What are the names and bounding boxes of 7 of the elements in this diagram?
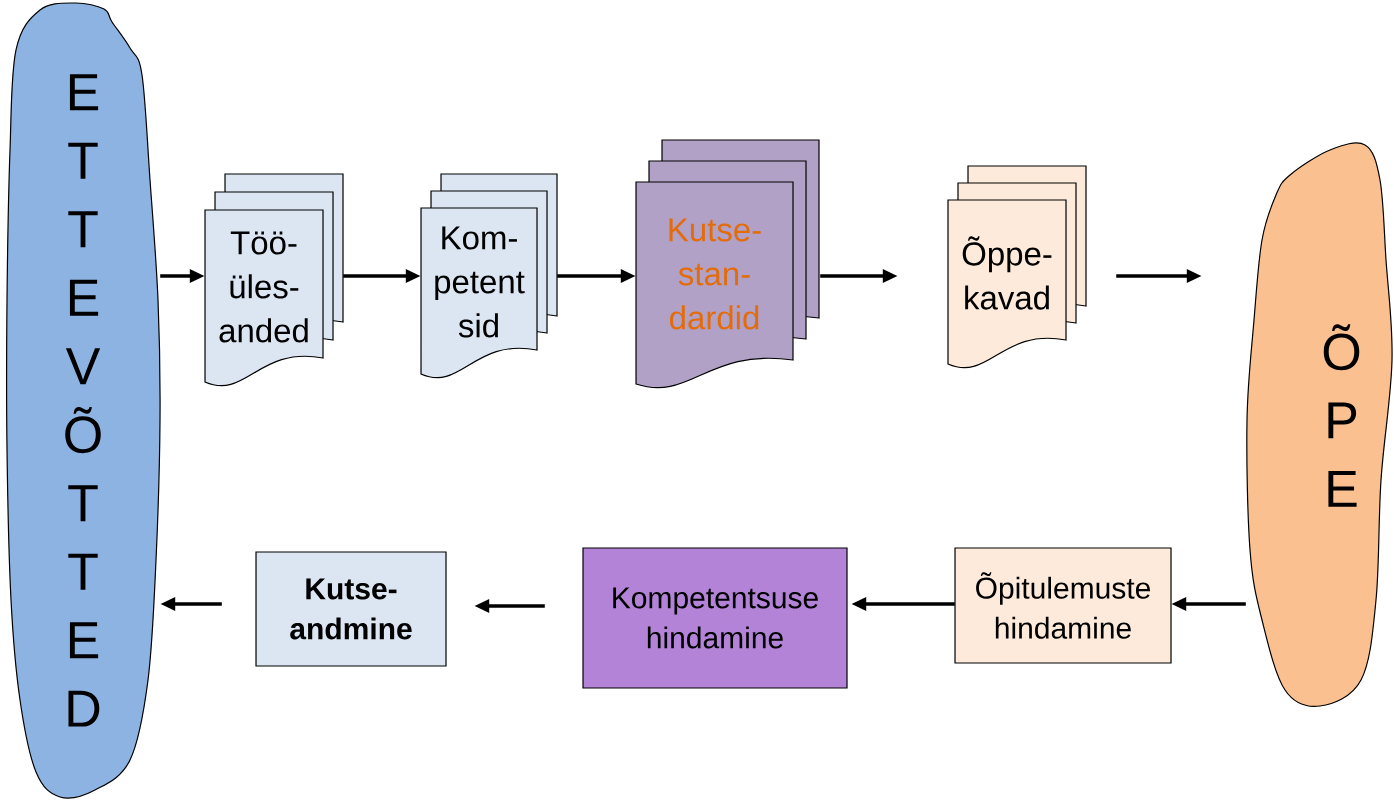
document-stack: Kutse- stan- dardid	[635, 139, 820, 389]
document-stack: Kom- petent sid	[420, 173, 558, 379]
document-stack: Õppe- kavad	[947, 165, 1087, 369]
process-box: Kompetentsuse hindamine	[582, 547, 848, 689]
process-box: Õpitulemuste hindamine	[954, 547, 1172, 664]
process-box: Kutse- andmine	[255, 551, 447, 667]
document-stack: Töö- üles- anded	[204, 173, 344, 387]
